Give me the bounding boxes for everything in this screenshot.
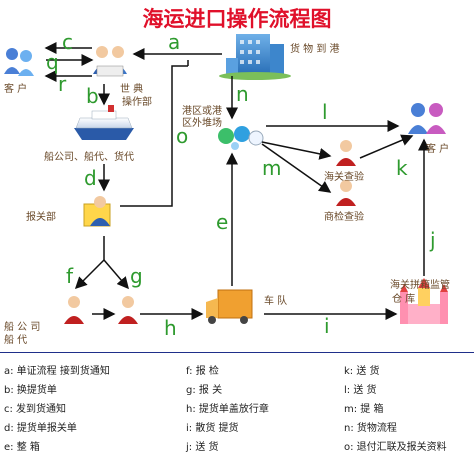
warehouse-label-2: 仓 库 [392,294,416,305]
legend-n: n: 货物流程 [344,423,397,434]
carrier-label-2: 船 代 [4,335,28,346]
trading-company-label-1: 世 典 [120,84,144,95]
step-g: g [130,264,143,288]
flow-arrows [44,42,430,320]
customer-left-label: 客 户 [4,84,28,95]
step-n: n [236,82,249,106]
shipping-label: 船公司、船代、货代 [44,152,134,163]
legend-e: e: 整 箱 [4,442,40,453]
legend-a: a: 单证流程 接到货通知 [4,366,110,377]
warehouse-label-1: 海关拼箱监管 [390,280,450,291]
legend-c: c: 发到货通知 [4,404,67,415]
port-yard-icon [218,126,264,150]
step-c: c [62,30,73,54]
step-o: o [176,124,189,148]
legend-m: m: 提 箱 [344,404,384,415]
carrier-person-right-icon [118,296,138,324]
step-r: r [58,72,67,96]
carrier-label-1: 船 公 司 [4,322,41,333]
step-h: h [164,316,177,340]
legend-d: d: 提货单报关单 [4,423,77,434]
legend-i: i: 散货 提货 [186,423,239,434]
legend-f: f: 报 检 [186,366,219,377]
customs-dept-label: 报关部 [26,212,56,223]
legend-k: k: 送 货 [344,366,380,377]
legend-divider [0,352,474,353]
commodity-inspector-icon [336,180,356,206]
customs-inspector-icon [336,140,356,166]
port-yard-label-2: 区外堆场 [182,118,222,129]
customer-right-label: 客 户 [426,144,450,155]
step-f: f [66,264,74,288]
customs-inspect-label: 海关查验 [324,172,364,183]
step-q: q [46,50,59,74]
step-i: i [324,314,330,338]
diagram-title: 海运进口操作流程图 [142,6,332,31]
customer-left-icon [4,48,34,76]
step-k: k [396,156,408,180]
legend-h: h: 提货单盖放行章 [186,404,269,415]
ship-icon [74,105,134,140]
fleet-label: 车 队 [264,296,288,307]
port-yard-label-1: 港区或港 [182,106,222,117]
step-l: l [322,100,328,124]
legend-l: l: 送 货 [344,385,377,396]
trading-company-icon [93,46,127,77]
step-m: m [262,156,282,180]
step-j: j [430,228,436,252]
step-d: d [84,166,97,190]
truck-icon [206,289,253,324]
trading-company-label-2: 操作部 [122,97,152,108]
legend-b: b: 换提货单 [4,385,57,396]
flow-diagram [4,34,448,324]
bonded-warehouse-icon [400,278,448,324]
customer-right-icon [408,103,446,134]
legend-g: g: 报 关 [186,385,223,396]
legend-j: j: 送 货 [186,442,219,453]
carrier-person-left-icon [64,296,84,324]
customs-dept-icon [83,196,111,227]
warehouse-building-icon [219,34,291,80]
goods-arrive-label: 货 物 到 港 [290,44,340,55]
step-e: e [216,210,229,234]
legend-o: o: 退付汇联及报关资料 [344,442,447,453]
commodity-inspect-label: 商检查验 [324,212,364,223]
step-a: a [168,30,181,54]
step-b: b [86,84,99,108]
